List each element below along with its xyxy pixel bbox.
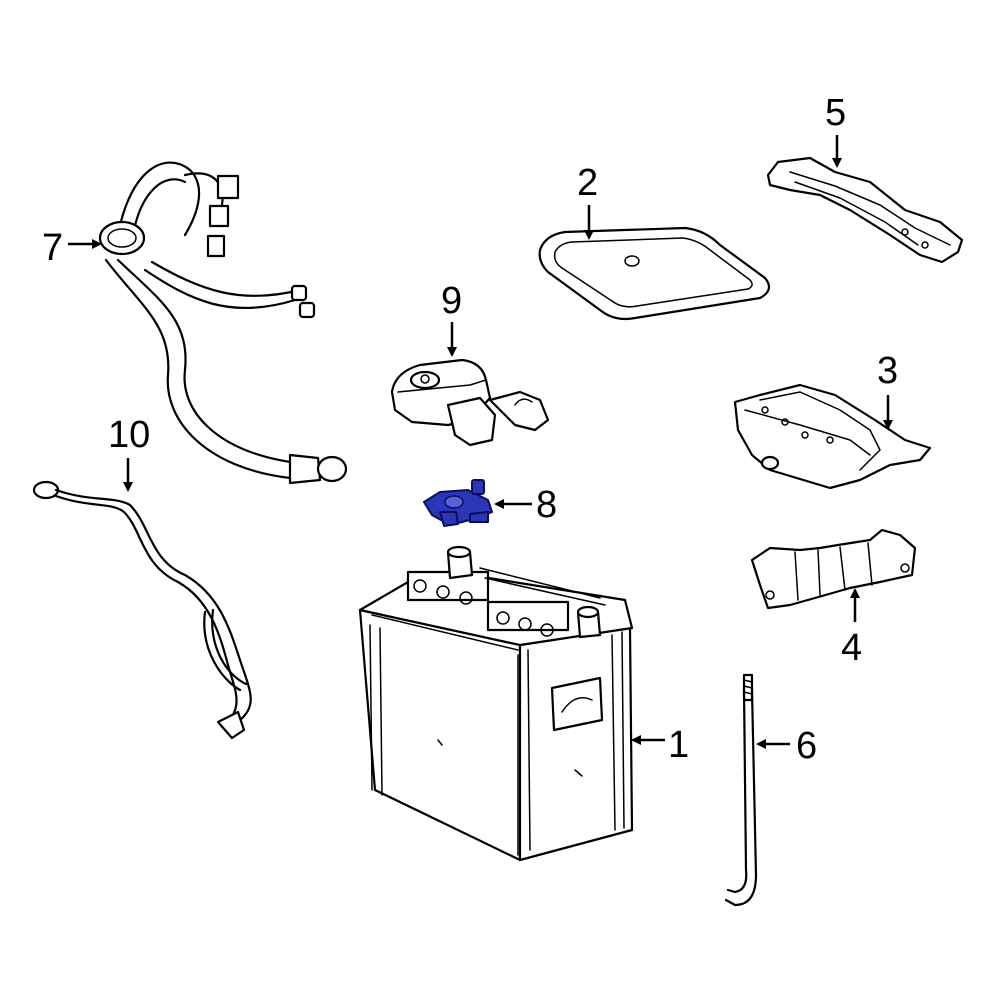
callout-3: 3 xyxy=(877,350,898,392)
positive-cable-part[interactable] xyxy=(98,161,348,485)
callout-1: 1 xyxy=(668,724,689,766)
ground-cable-part[interactable] xyxy=(32,480,252,740)
callout-10: 10 xyxy=(108,414,150,456)
terminal-clamp-part[interactable] xyxy=(423,479,493,527)
hold-down-rod-part[interactable] xyxy=(724,673,758,907)
callout-7: 7 xyxy=(42,227,63,269)
battery-part[interactable] xyxy=(358,545,634,862)
callout-4: 4 xyxy=(841,627,862,669)
callout-5: 5 xyxy=(825,92,846,134)
tray-bracket-part[interactable] xyxy=(750,528,917,610)
callout-8: 8 xyxy=(536,484,557,526)
callout-9: 9 xyxy=(441,280,462,322)
tray-cover-part[interactable] xyxy=(538,226,771,321)
callout-2: 2 xyxy=(577,162,598,204)
terminal-cover-part[interactable] xyxy=(390,358,550,447)
battery-tray-part[interactable] xyxy=(733,383,932,490)
callout-6: 6 xyxy=(796,725,817,767)
hold-down-clamp-part[interactable] xyxy=(766,156,964,264)
